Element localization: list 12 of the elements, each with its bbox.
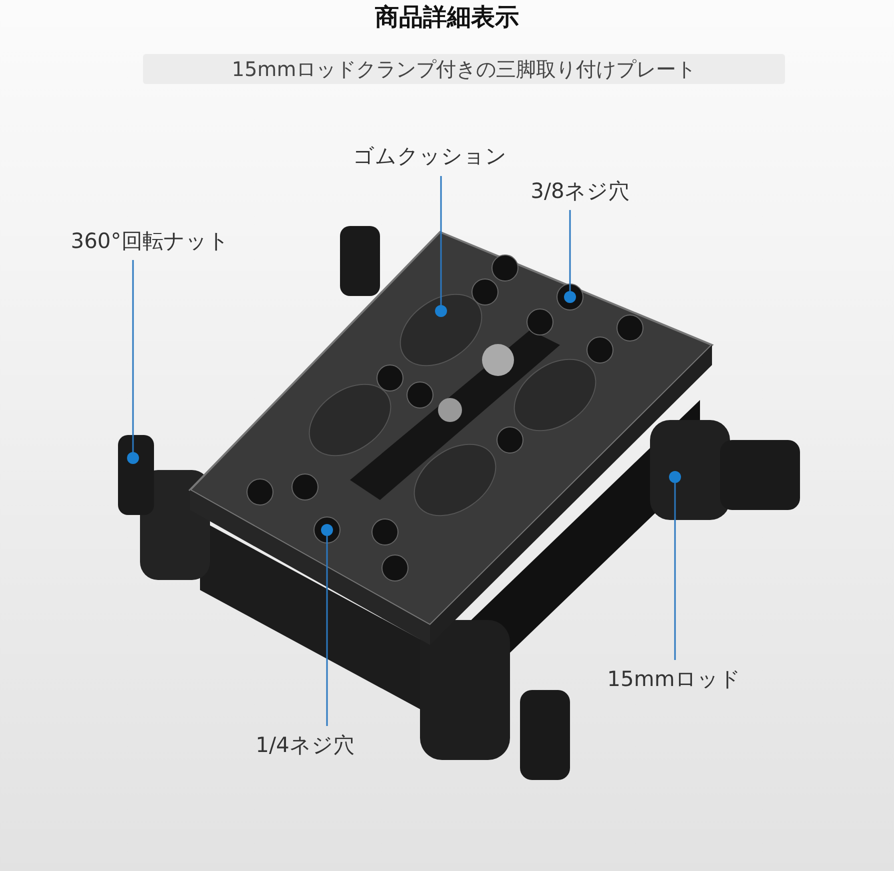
subtitle-band: 15mmロッドクランプ付きの三脚取り付けプレート: [143, 54, 785, 84]
callout-label: 15mmロッド: [594, 664, 754, 694]
leader-line: [132, 260, 134, 452]
callout-label: ゴムクッション: [330, 140, 530, 172]
title: 商品詳細表示: [374, 2, 520, 33]
callout-label: 3/8ネジ穴: [520, 176, 640, 206]
callout-label: 360°回転ナット: [50, 226, 250, 256]
leader-line: [440, 176, 442, 305]
leader-line: [569, 210, 571, 291]
leader-line: [326, 536, 328, 726]
callout-label: 1/4ネジ穴: [240, 730, 370, 760]
leader-line: [674, 483, 676, 660]
